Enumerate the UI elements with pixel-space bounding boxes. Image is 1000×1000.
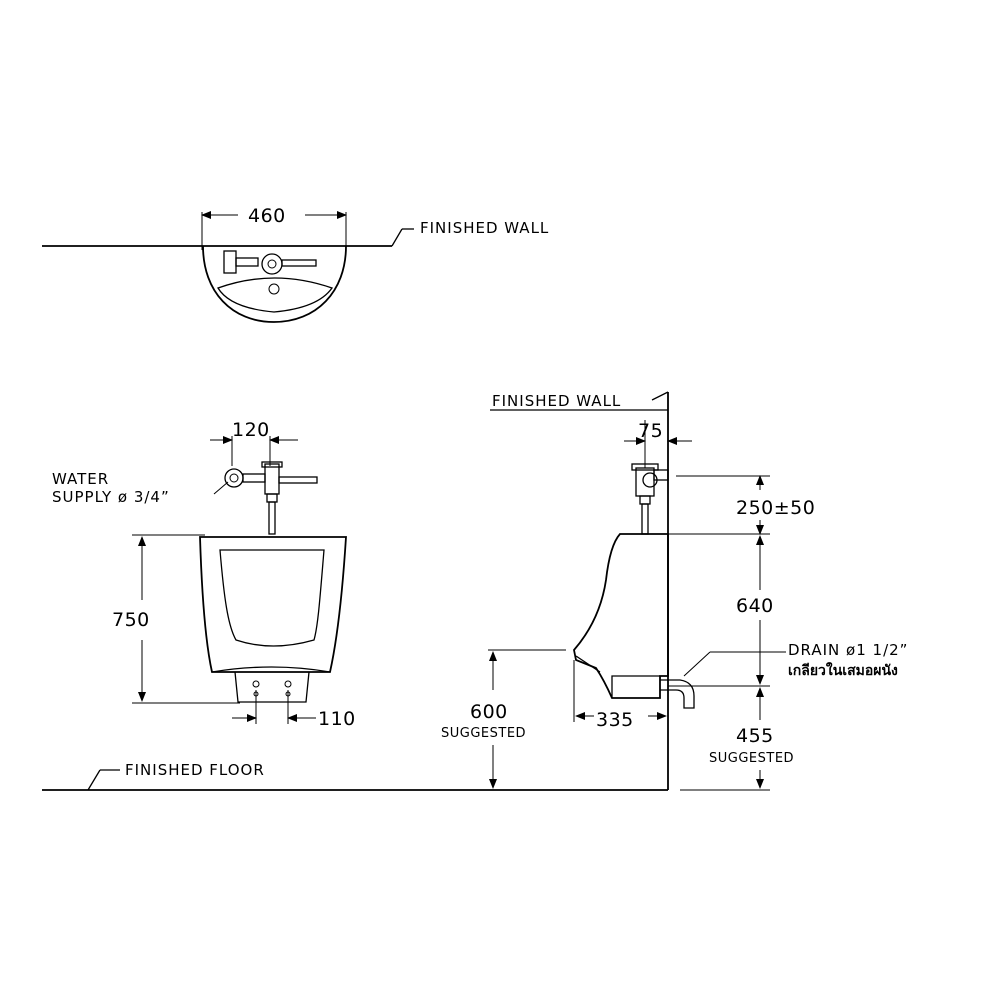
water-supply-label-2: SUPPLY ø 3/4” (52, 488, 170, 506)
dim-75: 75 (638, 420, 663, 442)
valve-top-body (223, 250, 237, 274)
drain-pipe (660, 679, 695, 709)
suggested-455-label: SUGGESTED (709, 751, 794, 766)
flush-pipe-front (268, 501, 276, 535)
dim-455: 455 (736, 725, 774, 747)
dim-750: 750 (112, 609, 150, 631)
flush-valve-side (635, 467, 655, 497)
drain-label-thai: เกลียวในเสมอผนัง (788, 661, 898, 679)
flush-valve-front (264, 463, 280, 495)
dim-460: 460 (248, 205, 286, 227)
flush-pipe-side (641, 503, 649, 535)
dim-335: 335 (596, 709, 634, 731)
wall-leader-top (391, 228, 403, 247)
side-view: FINISHED WALL 75 250±50 640 455 SU (441, 391, 908, 791)
dim-120: 120 (232, 419, 270, 441)
valve-top-handle (261, 253, 283, 275)
urinal-top-bowl (217, 277, 334, 313)
finished-wall-label-side: FINISHED WALL (492, 392, 621, 410)
floor: FINISHED FLOOR (42, 761, 668, 791)
front-view: 120 WATER SUPPLY ø 3/4” 750 1 (52, 419, 356, 730)
urinal-front-outlet (234, 671, 310, 703)
supply-inlet-circle (224, 468, 244, 488)
dim-250: 250±50 (736, 497, 815, 519)
flush-handle-front (278, 476, 318, 484)
urinal-side-body (573, 533, 669, 699)
urinal-top-body (202, 245, 347, 323)
dim-640: 640 (736, 595, 774, 617)
top-view: FINISHED WALL 460 (42, 205, 549, 323)
water-supply-label-1: WATER (52, 470, 109, 488)
urinal-front-bowl (219, 549, 325, 647)
urinal-front-body (199, 536, 347, 673)
finished-floor-label: FINISHED FLOOR (125, 761, 265, 779)
suggested-600-label: SUGGESTED (441, 726, 526, 741)
drain-label: DRAIN ø1 1/2” (788, 641, 908, 659)
dim-110: 110 (318, 708, 356, 730)
dim-600: 600 (470, 701, 508, 723)
finished-wall-label-top: FINISHED WALL (420, 219, 549, 237)
